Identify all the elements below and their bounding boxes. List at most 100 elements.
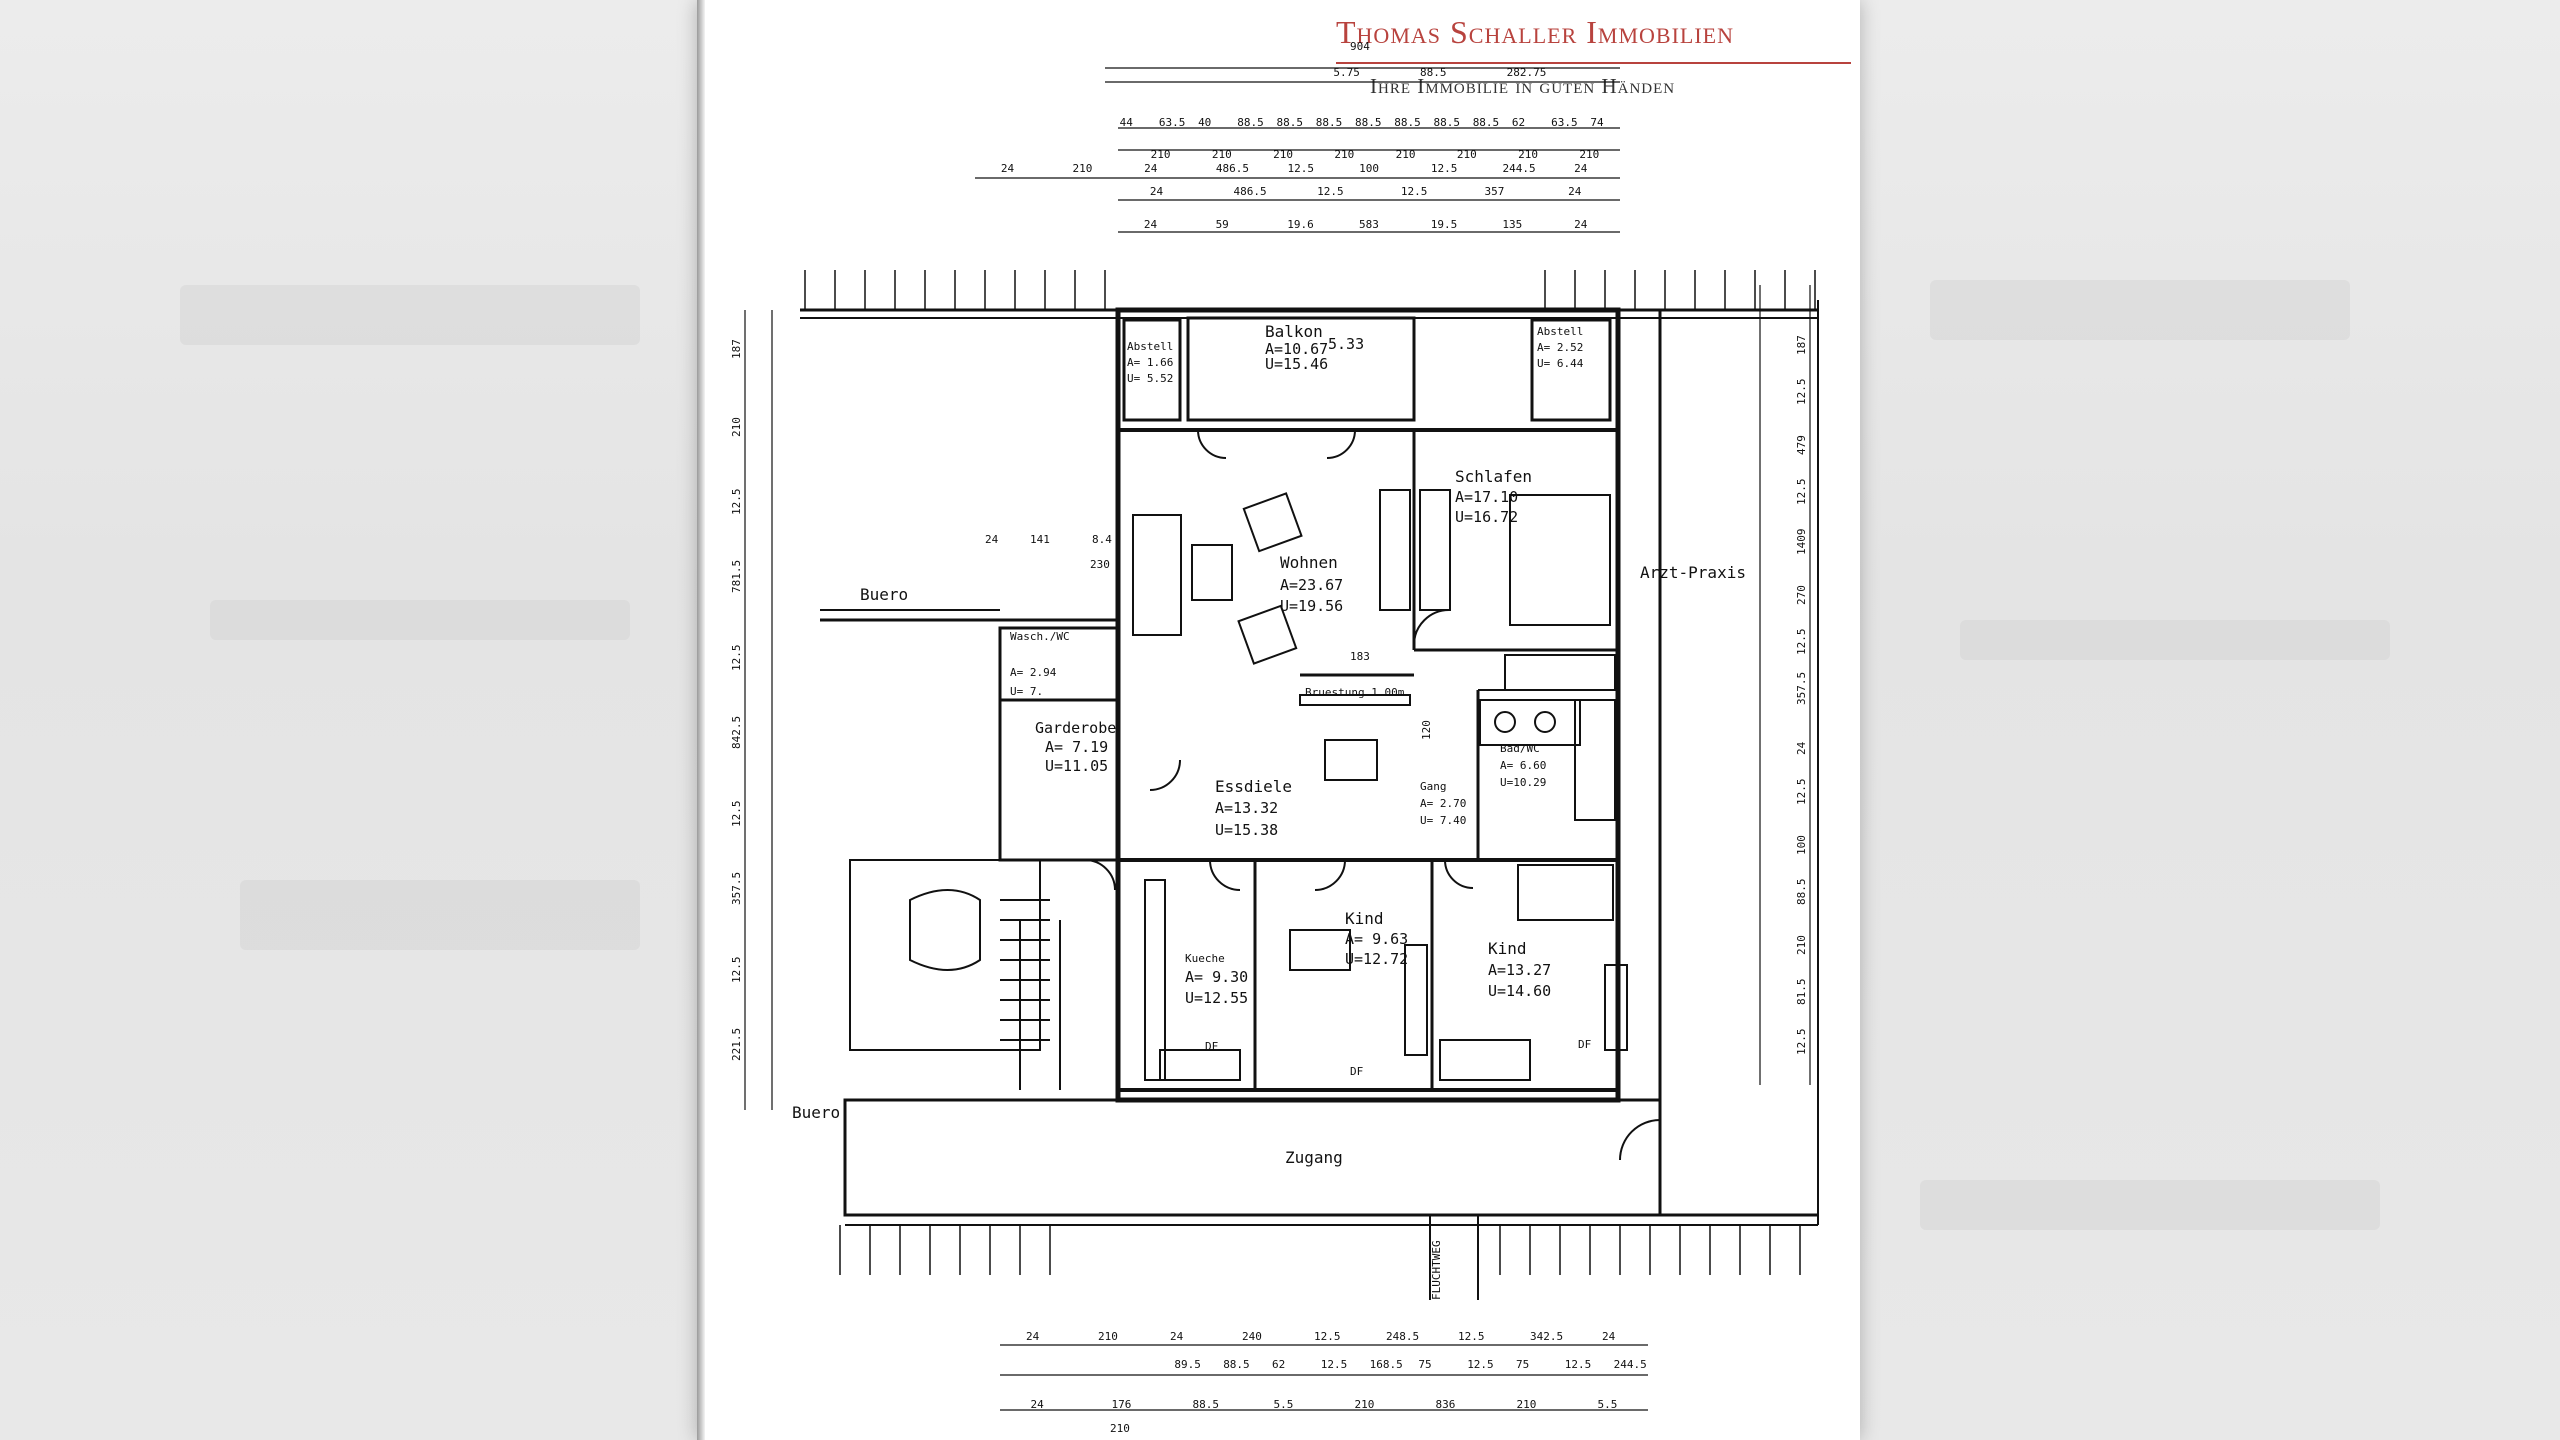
dimension-label: 486.5 [1234,185,1267,198]
room-area-kind-2: A=13.27 [1488,961,1551,979]
dimension-label: 583 [1359,218,1379,231]
label-df-kueche: DF [1205,1040,1218,1053]
dimension-label: 12.5 [1565,1358,1592,1371]
dimension-label: 88.5 [1316,116,1343,129]
room-name-essdiele: Essdiele [1215,777,1292,796]
dimension-label: 282.75 [1507,66,1547,79]
room-perimeter-kind-1: U=12.72 [1345,950,1408,968]
dimension-label: 75 [1516,1358,1529,1371]
dimension-label: 479 [1795,435,1808,455]
dimension-label: 244.5 [1503,162,1536,175]
dimension-label: 5.5 [1274,1398,1294,1411]
room-perimeter-bad: U=10.29 [1500,776,1546,789]
label-df-kind-2: DF [1578,1038,1591,1051]
dimension-label: 62 [1272,1358,1285,1371]
dimension-label: 210 [1073,162,1093,175]
dimension-label: 12.5 [1795,379,1808,406]
dimension-label: 12.5 [730,801,743,828]
dimension-label: 12.5 [730,957,743,984]
dimension-label: 210 [1517,1398,1537,1411]
room-area-wasch: A= 2.94 [1010,666,1057,679]
room-perimeter-abstell-right: U= 6.44 [1537,357,1584,370]
background-blur-block [210,600,630,640]
dimension-label: 19.6 [1287,218,1314,231]
room-name-kueche: Kueche [1185,952,1225,965]
label-df-kind-1: DF [1350,1065,1363,1078]
label-dim-183: 183 [1350,650,1370,663]
dimension-label: 62 [1512,116,1525,129]
dimension-label: 88.5 [1193,1398,1220,1411]
dimension-label: 24 [1150,185,1164,198]
room-name-kind-1: Kind [1345,909,1384,928]
dimension-label: 88.5 [1420,66,1447,79]
room-note-balkon: 5.33 [1328,335,1364,353]
dimension-label: 24 [1026,1330,1040,1343]
dimension-label: 12.5 [1795,1029,1808,1056]
room-area-garderobe: A= 7.19 [1045,738,1108,756]
dimension-label: 187 [730,339,743,359]
background-blur-block [240,880,640,950]
dimension-label: 81.5 [1795,979,1808,1006]
label-dim-120: 120 [1420,720,1433,740]
room-area-kueche: A= 9.30 [1185,968,1248,986]
room-perimeter-abstell-left: U= 5.52 [1127,372,1173,385]
label-dim-84: 8.4 [1092,533,1112,546]
dimension-label: 12.5 [1458,1330,1485,1343]
room-area-gang: A= 2.70 [1420,797,1466,810]
label-dim-24: 24 [985,533,999,546]
dimension-label: 1409 [1795,529,1808,556]
room-area-wohnen: A=23.67 [1280,576,1343,594]
room-name-gang: Gang [1420,780,1447,793]
dimension-label: 210 [1334,148,1354,161]
room-name-bad: Bad/WC [1500,742,1540,755]
dimension-label: 244.5 [1614,1358,1647,1371]
dimension-label: 12.5 [1795,629,1808,656]
dimension-label: 210 [730,417,743,437]
label-arzt-praxis: Arzt-Praxis [1640,563,1746,582]
room-area-abstell-left: A= 1.66 [1127,356,1173,369]
brand-tagline: Ihre Immobilie in guten Händen [1370,74,1676,98]
dimension-label: 486.5 [1216,162,1249,175]
room-name-wohnen: Wohnen [1280,553,1338,572]
label-zugang: Zugang [1285,1148,1343,1167]
dimension-label: 12.5 [1431,162,1458,175]
label-buero-top: Buero [860,585,908,604]
room-area-schlafen: A=17.10 [1455,488,1518,506]
label-fluchtweg: FLUCHTWEG [1430,1240,1443,1300]
room-perimeter-wohnen: U=19.56 [1280,597,1343,615]
dimension-label: 100 [1795,835,1808,855]
dimension-label: 357.5 [730,872,743,905]
dimension-label: 44 [1120,116,1134,129]
dimension-label: 88.5 [1433,116,1460,129]
dimension-label: 210 [1355,1398,1375,1411]
sheet-edge [697,0,705,1440]
dimension-label: 781.5 [730,560,743,593]
dimension-label: 135 [1502,218,1522,231]
dimension-label: 248.5 [1386,1330,1419,1343]
dimension-label: 210 [1579,148,1599,161]
dimension-label: 24 [1031,1398,1045,1411]
room-name-kind-2: Kind [1488,939,1527,958]
brand-underline [1336,62,1851,64]
dimension-label: 12.5 [1288,162,1315,175]
area-labels: Buero Buero Arzt-Praxis Zugang FLUCHTWEG… [792,533,1746,1300]
dimension-lines [744,67,1811,1411]
room-name-balkon: Balkon [1265,322,1323,341]
room-perimeter-kind-2: U=14.60 [1488,982,1551,1000]
label-bruestung: Bruestung 1.00m [1305,686,1405,699]
dimension-label: 12.5 [1317,185,1344,198]
dimension-label: 210 [1098,1330,1118,1343]
dimension-label: 24 [1574,162,1588,175]
dimension-label: 24 [1568,185,1582,198]
dimension-label: 89.5 [1174,1358,1201,1371]
dimension-label: 210 [1212,148,1232,161]
room-perimeter-gang: U= 7.40 [1420,814,1466,827]
dimension-label: 210 [1795,935,1808,955]
dimension-label: 210 [1110,1422,1130,1435]
dimension-label: 168.5 [1370,1358,1403,1371]
dimension-label: 24 [1602,1330,1616,1343]
room-perimeter-wasch: U= 7. [1010,685,1043,698]
blurred-background-left [0,0,697,1440]
dimension-label: 210 [1273,148,1293,161]
